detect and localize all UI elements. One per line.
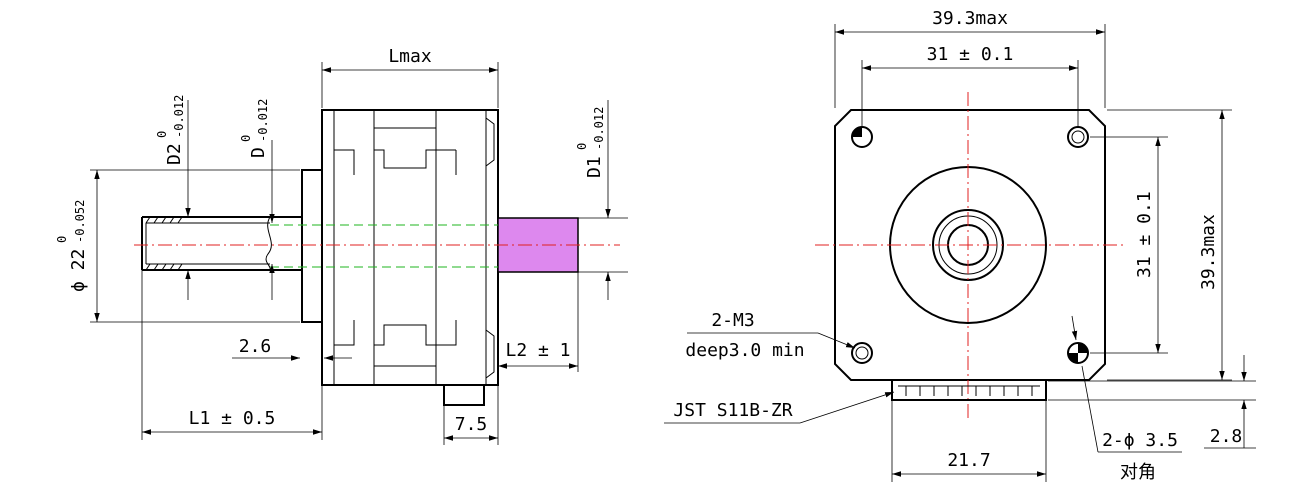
d1-tol-lower: -0.012 [592,107,606,150]
phi22-tol-lower: -0.052 [73,200,87,243]
thread-label: 2-M3 [711,310,754,331]
connector-housing-front [891,380,1047,401]
dim-2-6: 2.6 [232,336,352,361]
hole-spacing-h-label: 31 ± 0.1 [927,44,1014,65]
connector-block-side [443,384,485,406]
dim-2-8: 2.8 [1048,355,1256,449]
front-view: 39.3max 31 ± 0.1 31 ± 0.1 39.3max 2 [664,8,1256,483]
mounting-hole-bottom-right [1067,342,1089,364]
d2-dimension: D2 0 -0.012 [155,95,191,300]
d-tol-lower: -0.012 [256,99,270,142]
mounting-hole-bottom-left [851,342,873,364]
connector-width-label: 21.7 [947,450,990,471]
motor-face [834,109,1106,381]
dim-height-max: 39.3max [1107,109,1232,381]
thread-callout: 2-M3 deep3.0 min [685,310,856,361]
d2-tol-upper: 0 [155,131,169,138]
connector-callout: JST S11B-ZR [664,391,895,424]
thread-depth-label: deep3.0 min [685,340,804,361]
dim-l2-label: L2 ± 1 [505,340,570,361]
d-label: D [248,147,269,158]
width-max-label: 39.3max [932,8,1008,29]
d2-label: D2 [164,143,185,165]
dim-connector-width: 21.7 [891,400,1047,482]
phi22-dimension: ϕ 22 0 -0.052 [55,169,300,323]
dim-l2: L2 ± 1 [498,272,579,372]
d2-tol-lower: -0.012 [172,95,186,138]
mounting-hole-top-right [1067,126,1089,148]
phi22-label: ϕ 22 [68,249,89,292]
pin-hole-note: 对角 [1120,462,1156,483]
hole-spacing-v-label: 31 ± 0.1 [1134,191,1155,278]
phi22-tol-upper: 0 [55,236,69,243]
pin-hole-callout: 2-ϕ 3.5 对角 [1071,315,1182,483]
d-dimension: D 0 -0.012 [239,99,275,300]
dim-hole-spacing-h: 31 ± 0.1 [861,44,1079,127]
height-max-label: 39.3max [1198,214,1219,290]
dim-2-6-label: 2.6 [239,336,272,357]
mounting-hole-top-left [851,126,873,148]
side-view: Lmax D2 0 -0.012 D 0 -0.012 D1 0 -0.012 [55,46,628,445]
dim-l1: L1 ± 0.5 [141,270,323,440]
d1-tol-upper: 0 [575,143,589,150]
dim-l1-label: L1 ± 0.5 [189,408,276,429]
d-tol-upper: 0 [239,135,253,142]
lmax-label: Lmax [388,46,432,67]
lmax-dimension: Lmax [321,46,499,108]
motor-body-side [301,109,499,386]
connector-label: JST S11B-ZR [673,400,792,421]
d1-label: D1 [584,156,605,178]
dim-2-8-label: 2.8 [1210,426,1243,447]
d1-dimension: D1 0 -0.012 [575,100,628,300]
pin-hole-label: 2-ϕ 3.5 [1102,430,1178,451]
dim-7-5-label: 7.5 [455,414,488,435]
dim-width-max: 39.3max [834,8,1106,108]
dim-hole-spacing-v: 31 ± 0.1 [1090,136,1168,354]
dim-7-5: 7.5 [443,385,499,445]
